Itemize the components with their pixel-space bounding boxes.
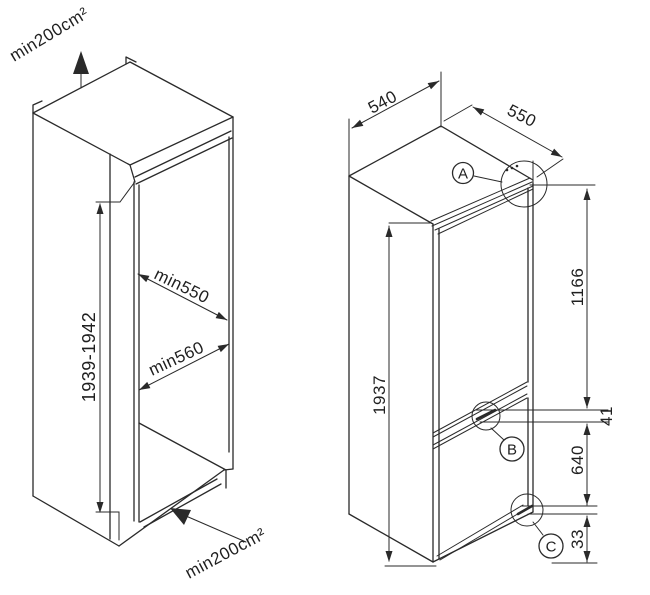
middle-rail — [432, 381, 528, 450]
bottom-offset-label: 33 — [568, 529, 587, 549]
top-rail — [430, 164, 534, 235]
niche-width-dimension — [137, 273, 228, 321]
niche-drawing: min200cm² 1939-1942 min550 min560 min200… — [6, 4, 269, 583]
bottom-offset-dimension — [520, 505, 598, 564]
bottom-vent-arrow-icon — [170, 508, 247, 543]
niche-vent-top-label: min200cm² — [6, 4, 92, 66]
hinge-detail-circle-a — [500, 160, 548, 208]
upper-section-dimension — [529, 184, 596, 409]
top-vent-arrow-icon — [73, 51, 89, 89]
niche-outline — [32, 56, 234, 547]
appliance-total-height-label: 1937 — [370, 375, 389, 415]
niche-height-label: 1939-1942 — [79, 312, 99, 403]
appliance-width-dimension — [443, 104, 564, 178]
callout-b: B — [490, 427, 525, 462]
callout-c: C — [532, 521, 564, 559]
callout-c-label: C — [546, 539, 557, 556]
hinge-detail-circle-b — [471, 401, 501, 431]
middle-hinge-dimension — [475, 409, 609, 423]
appliance-depth-dimension — [348, 71, 442, 181]
appliance-depth-label: 540 — [365, 87, 400, 118]
hinge-detail-circle-c — [510, 493, 544, 527]
niche-depth-label: min560 — [146, 338, 207, 380]
appliance-outline — [348, 125, 534, 563]
niche-depth-dimension — [138, 343, 230, 391]
appliance-drawing: A B C 540 550 1937 1166 41 640 33 — [348, 71, 616, 567]
lower-section-label: 640 — [568, 445, 587, 475]
middle-hinge-label: 41 — [597, 406, 616, 426]
callout-a: A — [451, 161, 503, 185]
bottom-rail — [436, 504, 534, 561]
upper-section-label: 1166 — [568, 268, 587, 307]
appliance-width-label: 550 — [504, 101, 539, 131]
callout-b-label: B — [507, 442, 517, 459]
callout-a-label: A — [458, 166, 468, 183]
lower-section-dimension — [583, 423, 591, 506]
niche-height-dimension — [95, 182, 135, 541]
appliance-height-dimension — [384, 222, 437, 567]
niche-width-label: min550 — [151, 265, 212, 308]
